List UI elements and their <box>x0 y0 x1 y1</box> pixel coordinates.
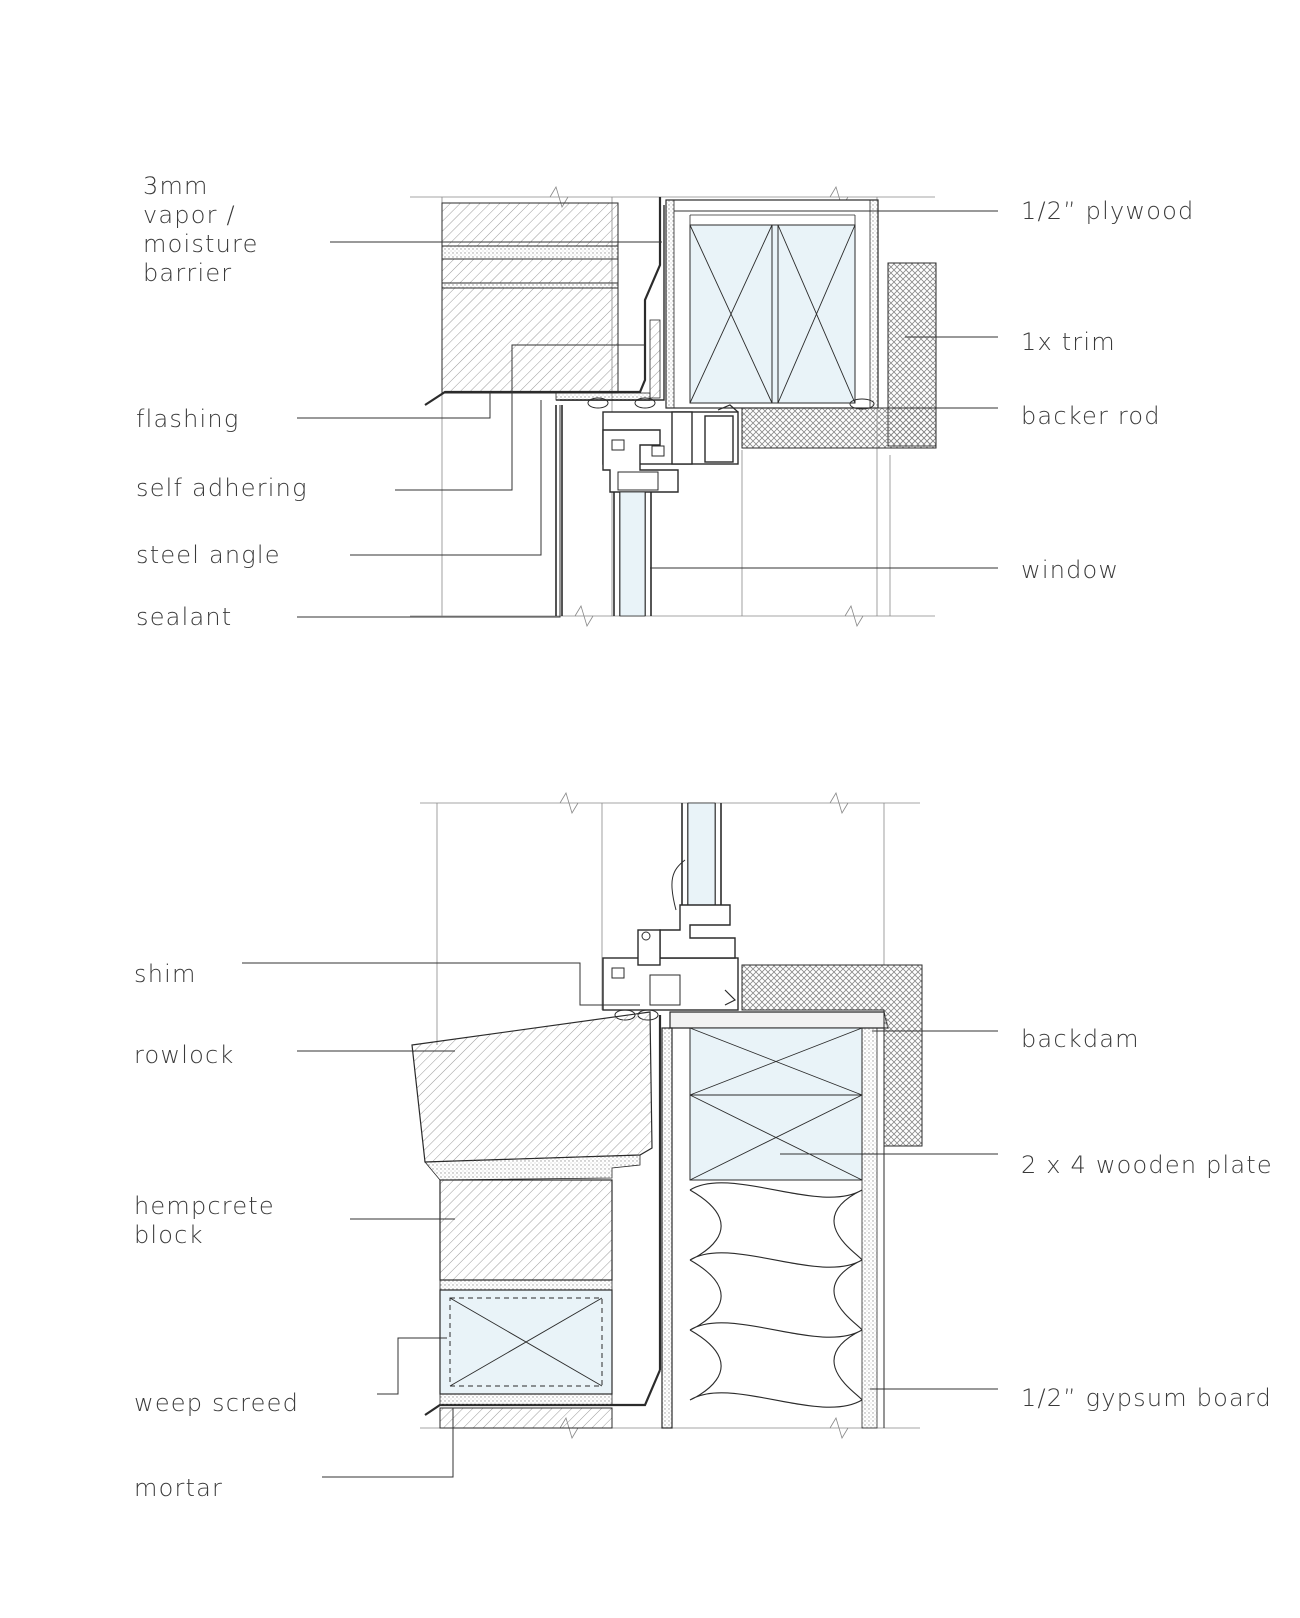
label-shim: shim <box>134 960 197 988</box>
head-glazing <box>613 491 652 617</box>
label-rowlock: rowlock <box>134 1041 235 1069</box>
label-weep-screed: weep screed <box>134 1389 300 1417</box>
label-backdam: backdam <box>1021 1025 1140 1053</box>
sill-reference-lines <box>420 792 920 1439</box>
label-mortar: mortar <box>134 1474 224 1502</box>
backdam <box>669 1011 889 1029</box>
head-detail <box>297 186 998 627</box>
sill-detail <box>242 792 998 1478</box>
rowlock-brick <box>411 1011 653 1181</box>
label-window: window <box>1021 556 1120 584</box>
sill-leader-lines <box>242 962 998 1478</box>
label-trim: 1x trim <box>1021 328 1116 356</box>
head-wood-header <box>665 199 879 409</box>
label-vapor-barrier-line-4: barrier <box>143 259 233 287</box>
label-gypsum-board: 1/2” gypsum board <box>1021 1384 1272 1412</box>
label-vapor-barrier-line-3: moisture <box>143 230 259 258</box>
label-sealant: sealant <box>136 603 233 631</box>
label-steel-angle: steel angle <box>136 541 281 569</box>
label-vapor-barrier-line-2: vapor / <box>143 201 236 229</box>
sill-window-frame <box>602 904 739 1011</box>
label-hempcrete-block-line-1: hempcrete <box>134 1192 275 1220</box>
label-hempcrete-block-line-2: block <box>134 1221 204 1249</box>
head-masonry-block <box>441 202 619 394</box>
label-plywood: 1/2” plywood <box>1021 197 1195 225</box>
label-vapor-barrier: 3mm vapor / moisture barrier <box>143 172 259 288</box>
head-window-frame <box>602 404 739 493</box>
label-self-adhering: self adhering <box>136 474 308 502</box>
sill-glazing <box>671 802 722 911</box>
wooden-plate <box>689 1027 885 1429</box>
label-flashing: flashing <box>136 405 240 433</box>
label-hempcrete-block: hempcrete block <box>134 1192 275 1250</box>
label-backer-rod: backer rod <box>1021 402 1161 430</box>
head-leader-lines <box>297 210 998 618</box>
batt-insulation <box>689 1182 863 1408</box>
hempcrete-block <box>439 1179 613 1429</box>
label-vapor-barrier-line-1: 3mm <box>143 172 209 200</box>
label-wooden-plate: 2 x 4 wooden plate <box>1021 1151 1273 1179</box>
head-flashing-line <box>424 197 662 406</box>
